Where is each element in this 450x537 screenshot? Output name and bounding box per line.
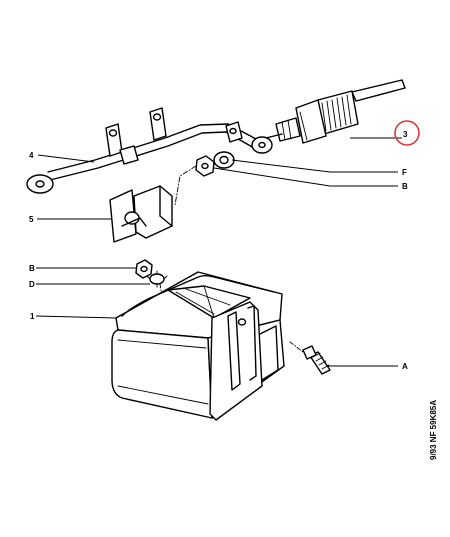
callout-f-right: F [402,168,407,177]
callout-b-right: B [402,182,408,191]
nut-b-lower [135,259,153,279]
callout-d-left: D [29,280,35,289]
reference-code: 9/93 NF 59K85A [429,400,438,460]
washer-d [146,270,168,288]
callout-a-right: A [402,362,408,371]
callout-4: 4 [29,151,34,160]
relay-housing [111,271,285,421]
glow-plug [275,79,406,144]
washer-f [213,151,235,169]
connector [109,185,173,243]
highlight-circle [394,120,420,146]
callout-b-left: B [29,264,35,273]
callout-5: 5 [29,215,34,224]
callout-1: 1 [30,312,35,321]
screw-a [289,341,331,375]
nut-b [195,155,215,177]
callout-3: 3 [403,130,408,139]
wire-harness [26,107,283,194]
leader-lines [35,137,402,367]
